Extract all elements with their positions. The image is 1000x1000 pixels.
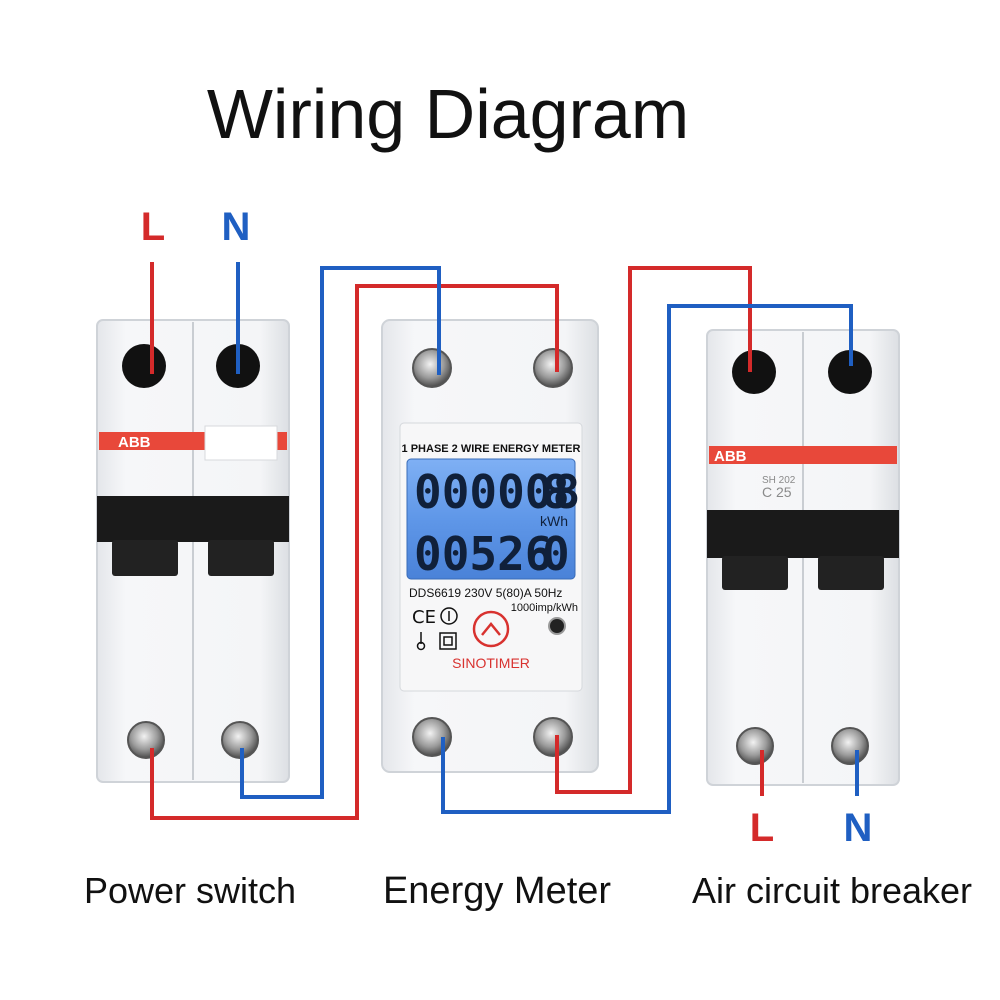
breaker-terminal-n-in [828, 350, 872, 394]
power-switch: ABB [96, 319, 290, 783]
diagram-title: Wiring Diagram [207, 75, 689, 153]
lcd-decimal-point-bottom [535, 565, 541, 571]
thermometer-icon [416, 632, 426, 651]
power-switch-brand: ABB [118, 434, 151, 451]
meter-terminal-out-l [533, 717, 573, 757]
breaker-lever-bar[interactable] [707, 510, 899, 558]
lcd-reading-top-decimal: 8 [542, 465, 570, 519]
power-switch-lever-bar[interactable] [97, 496, 289, 542]
double-insulation-icon [439, 632, 457, 650]
breaker-lever-l[interactable] [722, 556, 788, 590]
lcd-reading-bottom: 00526 [414, 527, 552, 581]
class-one-icon [440, 607, 458, 625]
label-line-output: L [750, 806, 774, 850]
meter-header: 1 PHASE 2 WIRE ENERGY METER [402, 443, 581, 455]
breaker-lever-n[interactable] [818, 556, 884, 590]
wire-switch-to-meter-neutral [240, 266, 441, 799]
wire-switch-to-meter-line [150, 284, 559, 820]
power-switch-lever-l[interactable] [112, 540, 178, 576]
air-circuit-breaker: ABB SH 202 C 25 [706, 329, 900, 786]
label-neutral-output: N [844, 806, 873, 850]
label-line-input: L [141, 205, 165, 249]
sinotimer-logo-icon [472, 610, 510, 648]
pulse-led-icon [548, 617, 566, 635]
caption-energy-meter: Energy Meter [383, 870, 611, 912]
meter-impulse: 1000imp/kWh [511, 602, 578, 614]
caption-power-switch: Power switch [84, 870, 296, 911]
meter-brand: SINOTIMER [452, 655, 530, 671]
meter-terminal-in-l [533, 348, 573, 388]
label-neutral-input: N [222, 205, 251, 249]
breaker-terminal-l-in [732, 350, 776, 394]
lcd-reading-bottom-decimal: 0 [542, 527, 570, 581]
lcd-decimal-point-top [535, 503, 541, 509]
wire-meter-to-breaker-neutral [441, 304, 853, 814]
caption-air-breaker: Air circuit breaker [692, 870, 972, 911]
breaker-stripe [709, 446, 897, 464]
breaker-brand: ABB [714, 448, 747, 465]
wire-meter-to-breaker-line [555, 266, 752, 794]
breaker-model: SH 202 [762, 475, 796, 486]
meter-terminal-out-n [412, 717, 452, 757]
breaker-rating: C 25 [762, 484, 792, 500]
breaker-terminal-n-out [831, 727, 869, 765]
meter-spec-line: DDS6619 230V 5(80)A 50Hz [409, 586, 562, 600]
breaker-terminal-l-out [736, 727, 774, 765]
power-switch-terminal-l-out [127, 721, 165, 759]
power-switch-terminal-l-in [122, 344, 166, 388]
meter-lcd [406, 458, 576, 580]
energy-meter: 1 PHASE 2 WIRE ENERGY METER 000008 8 kWh… [381, 319, 599, 773]
lcd-unit: kWh [540, 513, 568, 529]
ce-mark-icon: CE [412, 607, 436, 628]
lcd-reading-top: 000008 [414, 465, 580, 519]
meter-terminal-in-n [412, 348, 452, 388]
power-switch-lever-n[interactable] [208, 540, 274, 576]
